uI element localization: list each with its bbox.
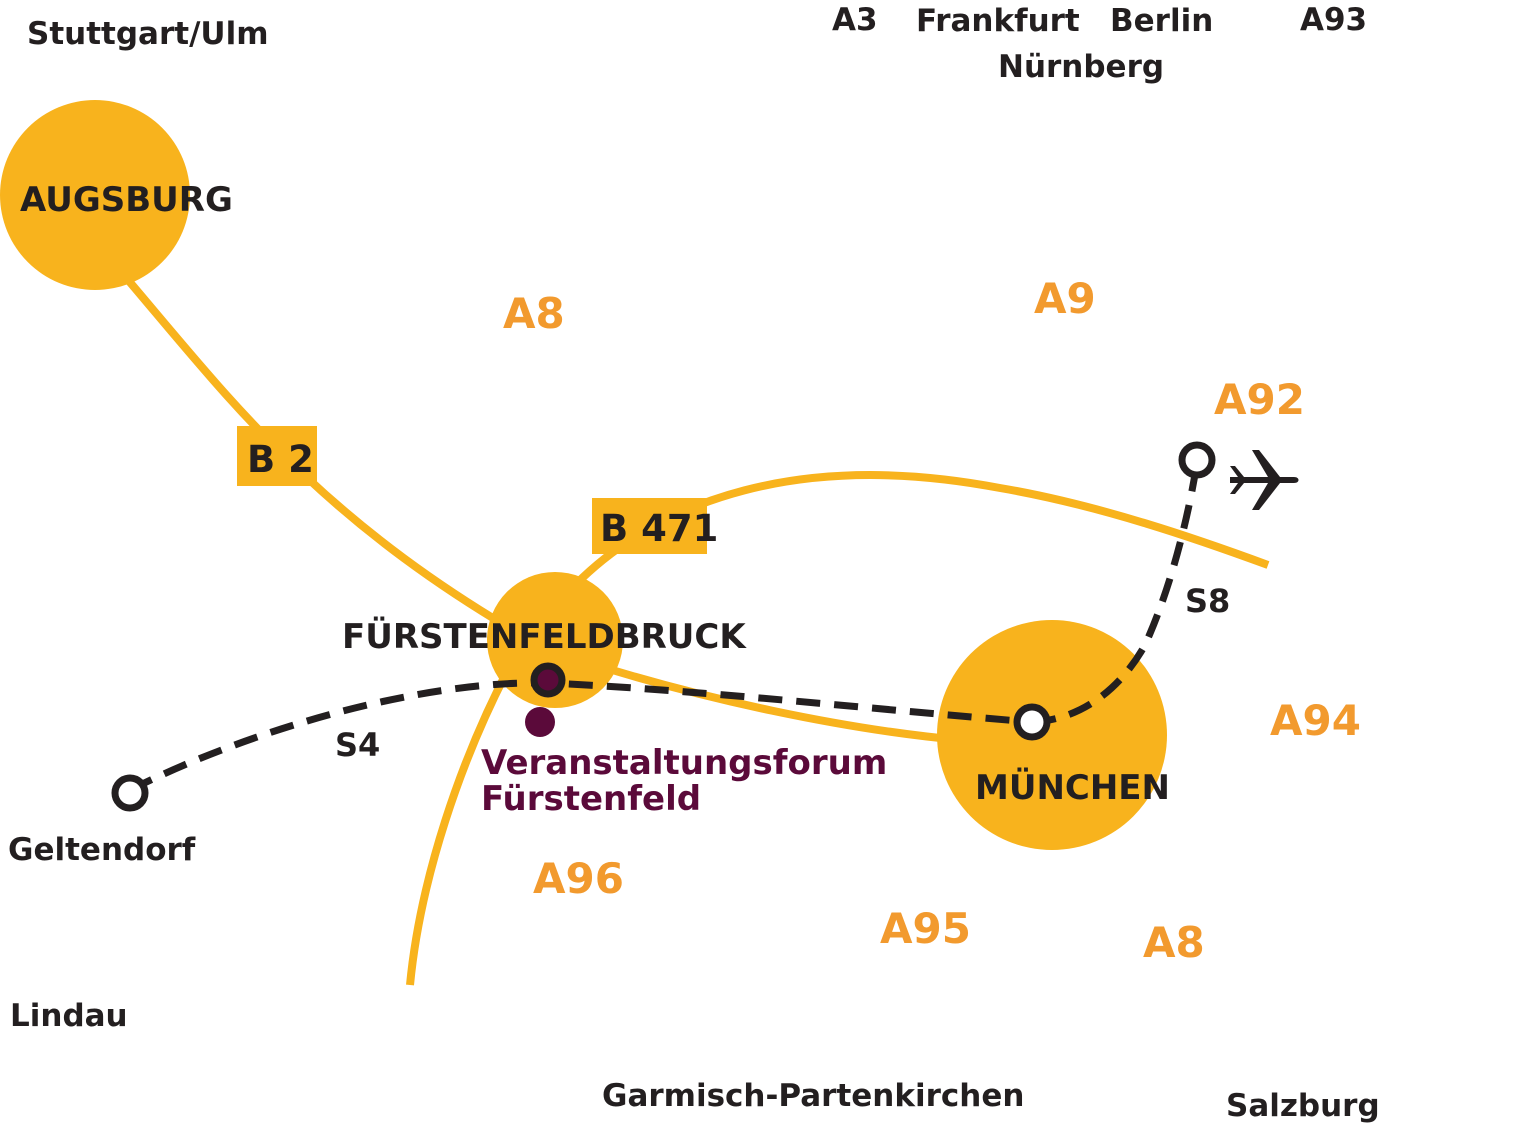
highway-a94: A94 — [1270, 696, 1361, 745]
dest-a93: A93 — [1300, 2, 1367, 38]
dest-a3: A3 — [832, 2, 878, 38]
b471-shield — [592, 498, 707, 554]
highway-a9: A9 — [1034, 274, 1096, 323]
venue-label-line1: Veranstaltungsforum — [481, 743, 887, 783]
airport-station-icon — [1178, 441, 1216, 479]
dest-lindau: Lindau — [10, 998, 128, 1034]
muenchen-circle — [937, 620, 1167, 850]
fuerstenfeldbruck-circle — [487, 572, 623, 708]
sbahn-s8-label: S8 — [1185, 582, 1230, 620]
city-augsburg: AUGSBURG — [20, 180, 233, 220]
highway-a95: A95 — [880, 904, 971, 953]
highway-a8-south: A8 — [1143, 918, 1205, 967]
dest-salzburg: Salzburg — [1226, 1088, 1380, 1124]
b2-shield-label: B 2 — [247, 438, 314, 481]
road-to-muenchen — [563, 651, 961, 744]
dest-garmisch: Garmisch-Partenkirchen — [602, 1078, 1024, 1114]
city-fuerstenfeldbruck: FÜRSTENFELDBRUCK — [342, 616, 747, 657]
road-b2 — [124, 277, 532, 644]
venue-marker-icon — [525, 707, 555, 737]
geltendorf-station-icon — [111, 774, 149, 812]
road-a96 — [406, 660, 516, 986]
muenchen-station-icon — [1013, 703, 1051, 741]
sbahn-s8-line — [1031, 461, 1201, 726]
augsburg-circle — [0, 100, 190, 290]
airplane-icon — [1230, 450, 1299, 510]
dest-berlin: Berlin — [1110, 3, 1213, 39]
dest-frankfurt: Frankfurt — [916, 3, 1080, 39]
sbahn-s4-label: S4 — [335, 726, 380, 764]
venue-label-line2: Fürstenfeld — [481, 779, 701, 819]
city-muenchen: MÜNCHEN — [975, 767, 1170, 808]
b471-shield-label: B 471 — [600, 507, 718, 550]
highway-a96: A96 — [533, 854, 624, 903]
dest-nuernberg: Nürnberg — [998, 49, 1164, 85]
b2-shield — [237, 426, 317, 486]
dest-geltendorf: Geltendorf — [8, 832, 196, 868]
dest-stuttgart-ulm: Stuttgart/Ulm — [27, 16, 269, 52]
highway-a92: A92 — [1214, 375, 1305, 424]
fuerstenfeldbruck-station-icon — [530, 662, 566, 698]
highway-a8-north: A8 — [503, 289, 565, 338]
